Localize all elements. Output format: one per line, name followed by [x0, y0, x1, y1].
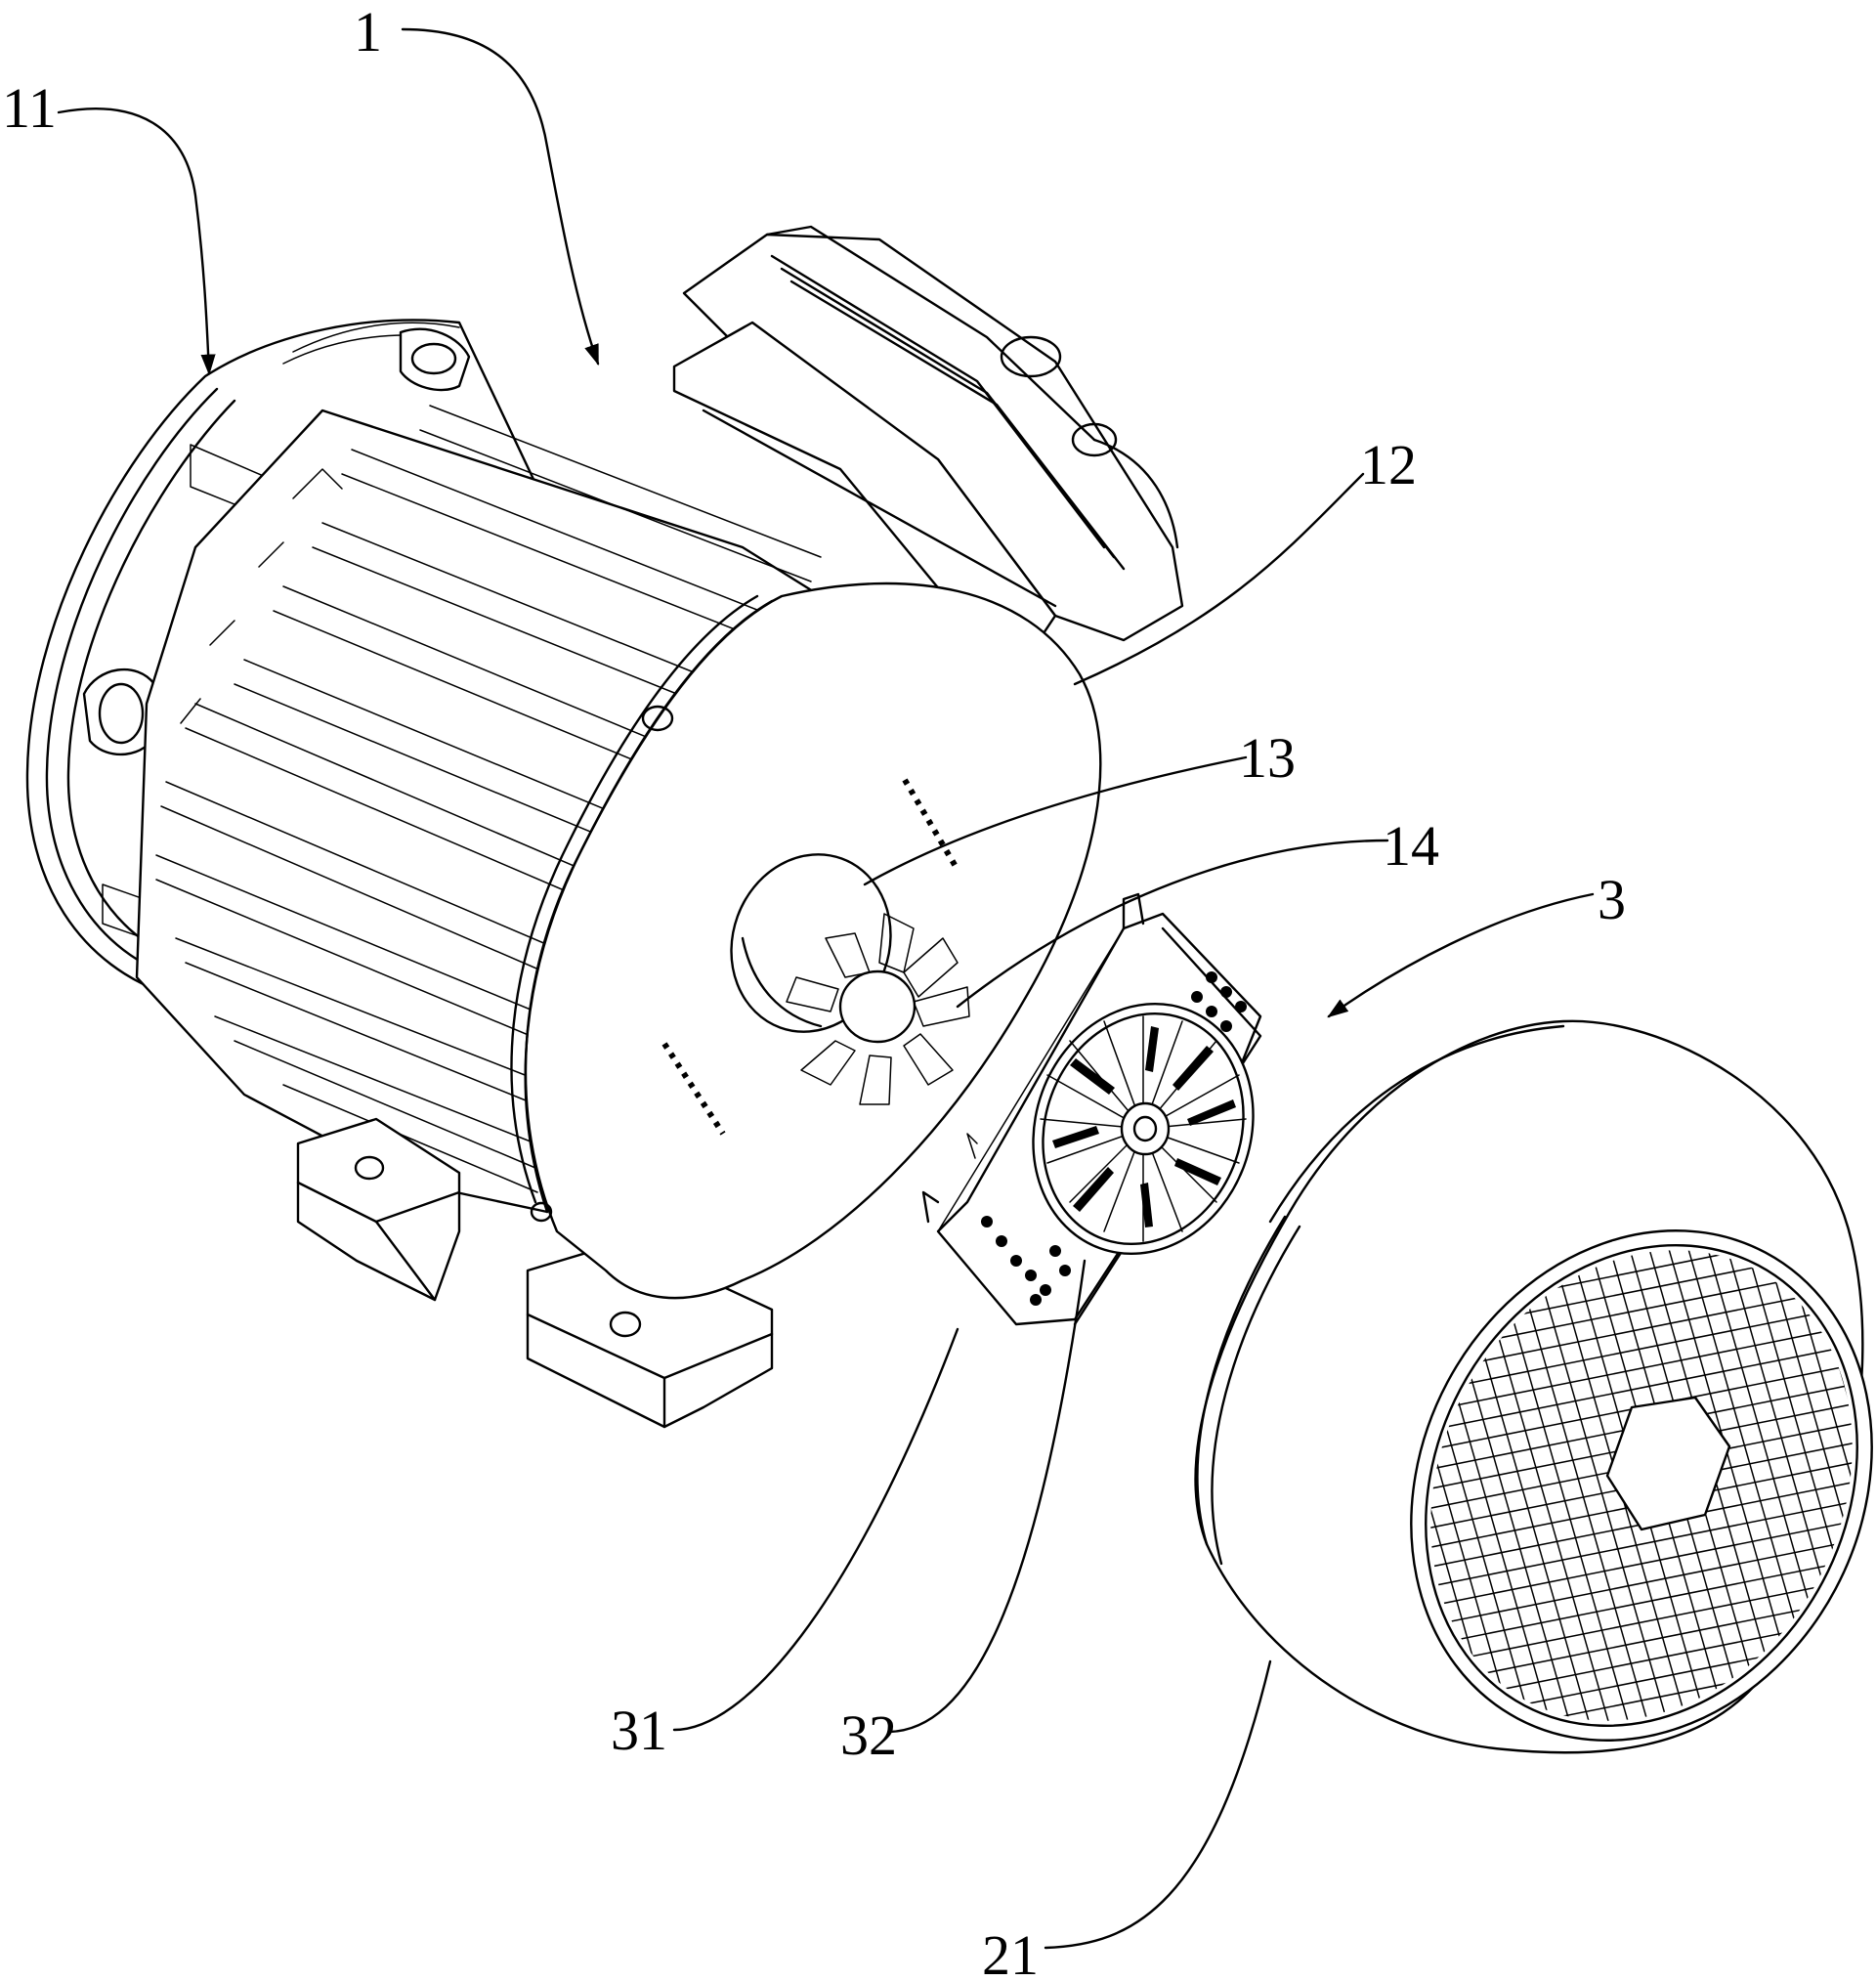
label-1: 1 [354, 0, 382, 64]
leader-1 [403, 29, 598, 364]
grille-bar [1348, 1740, 1876, 1857]
grille-bar [1348, 645, 1876, 762]
label-3: 3 [1598, 868, 1626, 931]
grille-bar [1348, 586, 1876, 704]
grille-bar [1348, 625, 1876, 743]
grille-bar [1348, 919, 1876, 1036]
grille-bar [1348, 684, 1876, 801]
label-14: 14 [1383, 814, 1439, 878]
grille-bar [1348, 606, 1876, 723]
label-12: 12 [1360, 433, 1417, 496]
grille-bar [1348, 665, 1876, 782]
leader-11 [59, 108, 209, 373]
grille-bar [1348, 567, 1876, 684]
label-31: 31 [611, 1699, 667, 1762]
label-13: 13 [1239, 726, 1296, 790]
label-11: 11 [2, 76, 57, 140]
leader-3 [1329, 894, 1593, 1016]
grille-bar [1348, 704, 1876, 821]
label-32: 32 [840, 1703, 897, 1767]
label-21: 21 [982, 1923, 1039, 1981]
